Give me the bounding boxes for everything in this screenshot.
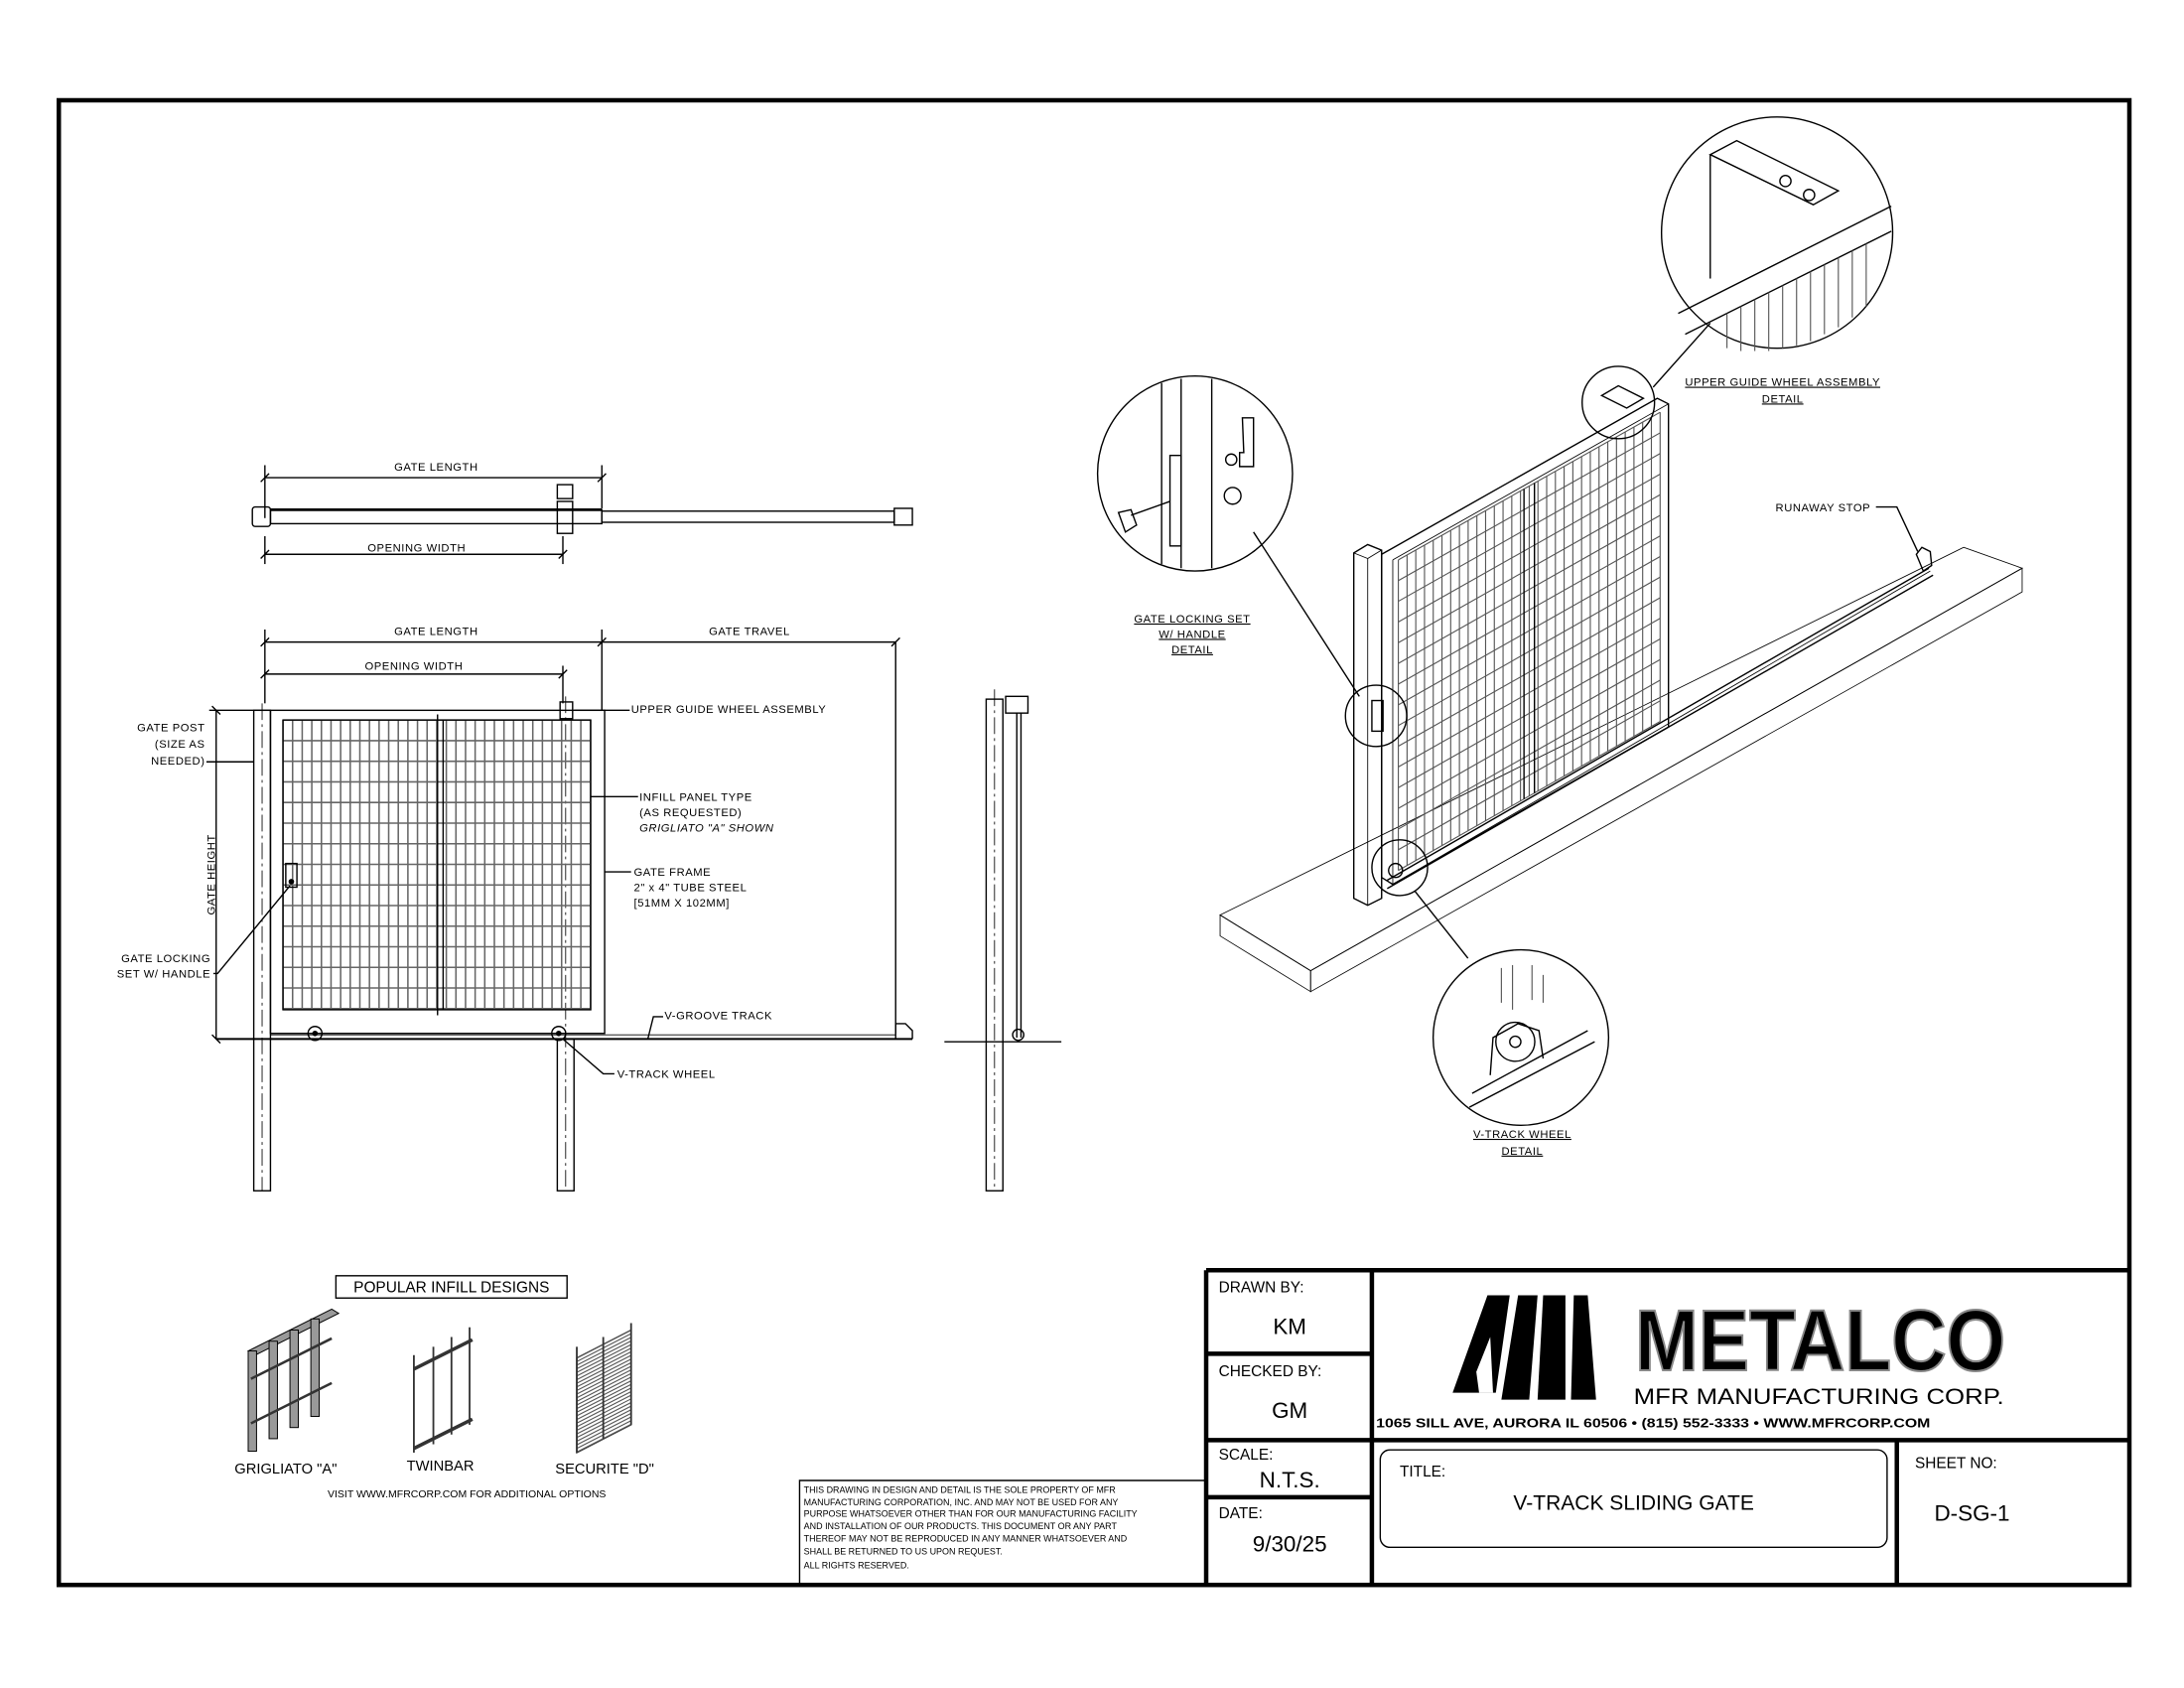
drawn-by-label: DRAWN BY:	[1219, 1280, 1304, 1297]
gate-frame-label: GATE FRAME	[634, 867, 712, 879]
infill-label: (AS REQUESTED)	[639, 807, 742, 819]
svg-text:AND INSTALLATION OF OUR PRODUC: AND INSTALLATION OF OUR PRODUCTS. THIS D…	[804, 1521, 1118, 1531]
gate-locking-label: SET W/ HANDLE	[117, 969, 210, 981]
grid-bar	[1398, 535, 1661, 685]
lock-detail-drawing	[1117, 378, 1255, 569]
elev-gate-travel-label: GATE TRAVEL	[709, 627, 790, 638]
company-name: METALCO	[1635, 1293, 2005, 1389]
infill-heading: POPULAR INFILL DESIGNS	[353, 1280, 549, 1297]
grid-bar	[1398, 514, 1661, 664]
lock-detail-label: DETAIL	[1171, 644, 1213, 656]
guide-wheel-detail-drawing	[1678, 139, 1892, 352]
sheet-border	[56, 97, 2132, 1588]
drawn-by-value: KM	[1273, 1315, 1306, 1339]
date-value: 9/30/25	[1253, 1532, 1327, 1557]
scale-value: N.T.S.	[1260, 1468, 1320, 1492]
gate-locking-label: GATE LOCKING	[121, 953, 210, 965]
twinbar-image	[413, 1327, 474, 1453]
infill-designs: POPULAR INFILL DESIGNS GRIGLIATO "A" TWI…	[234, 1275, 654, 1500]
infill-grid	[282, 719, 592, 1010]
title-block: DRAWN BY: KM CHECKED BY: GM SCALE: N.T.S…	[1203, 1267, 2129, 1586]
plan-view: GATE LENGTH OPENING WIDTH	[251, 462, 913, 565]
svg-text:THEREOF MAY NOT BE REPRODUCED: THEREOF MAY NOT BE REPRODUCED IN ANY MAN…	[804, 1534, 1128, 1544]
infill-item-label: TWINBAR	[407, 1459, 475, 1475]
runaway-stop	[1915, 546, 1933, 573]
upper-guide-detail-label: UPPER GUIDE WHEEL ASSEMBLY	[1685, 377, 1880, 389]
grid-bar	[1398, 576, 1661, 727]
infill-label: INFILL PANEL TYPE	[639, 792, 752, 804]
gate-frame-label: 2" x 4" TUBE STEEL	[634, 883, 748, 895]
grid-bar	[1398, 493, 1661, 643]
elev-gate-length-label: GATE LENGTH	[394, 627, 478, 638]
company-address: 1065 SILL AVE, AURORA IL 60506 • (815) 5…	[1376, 1417, 1930, 1431]
plan-gate-length-label: GATE LENGTH	[394, 462, 478, 474]
scale-label: SCALE:	[1219, 1447, 1274, 1464]
sheet-no-value: D-SG-1	[1934, 1501, 2009, 1526]
iso-infill-grid	[1398, 411, 1661, 872]
gate-post-label: (SIZE AS	[155, 739, 205, 751]
concrete-slab	[1219, 546, 2023, 972]
upper-guide-detail-label: DETAIL	[1762, 393, 1804, 405]
visit-website-text: VISIT WWW.MFRCORP.COM FOR ADDITIONAL OPT…	[328, 1488, 606, 1500]
grid-bar	[1398, 618, 1661, 768]
title-label: TITLE:	[1400, 1464, 1445, 1480]
wheel-detail-label: V-TRACK WHEEL	[1473, 1129, 1571, 1141]
svg-text:PURPOSE WHATSOEVER OTHER THAN: PURPOSE WHATSOEVER OTHER THAN FOR OUR MA…	[804, 1508, 1138, 1518]
iso-gate-frame	[1381, 397, 1670, 886]
checked-by-label: CHECKED BY:	[1219, 1363, 1322, 1380]
side-view	[944, 689, 1062, 1192]
gate-post-label: NEEDED)	[151, 756, 205, 768]
grid-bar	[1398, 679, 1661, 830]
metalco-logo: METALCO MFR MANUFACTURING CORP.	[1452, 1292, 2006, 1409]
disclaimer-block: THIS DRAWING IN DESIGN AND DETAIL IS THE…	[798, 1479, 1207, 1586]
grid-bar	[1398, 411, 1661, 561]
securite-d-image	[576, 1323, 632, 1455]
grid-bar	[1398, 638, 1661, 788]
checked-by-value: GM	[1272, 1398, 1307, 1423]
wheel-detail-drawing	[1468, 965, 1595, 1108]
grid-bar	[1398, 700, 1661, 851]
grid-bar	[1398, 556, 1661, 706]
grid-bar	[1398, 721, 1661, 872]
svg-text:ALL RIGHTS RESERVED.: ALL RIGHTS RESERVED.	[804, 1560, 909, 1570]
gate-height-label: GATE HEIGHT	[205, 834, 217, 914]
svg-text:SHALL BE RETURNED TO US UPON R: SHALL BE RETURNED TO US UPON REQUEST.	[804, 1546, 1003, 1556]
lock-set	[285, 862, 298, 889]
svg-text:THIS DRAWING IN DESIGN AND DET: THIS DRAWING IN DESIGN AND DETAIL IS THE…	[804, 1485, 1117, 1495]
grid-bar	[1398, 432, 1661, 582]
gate-post-label: GATE POST	[137, 722, 205, 734]
runaway-stop-label: RUNAWAY STOP	[1776, 502, 1871, 514]
svg-text:MANUFACTURING CORPORATION, INC: MANUFACTURING CORPORATION, INC. AND MAY …	[804, 1497, 1119, 1507]
v-track-wheel-icon	[307, 1026, 324, 1042]
infill-item-label: SECURITE "D"	[555, 1462, 654, 1477]
sheet-no-label: SHEET NO:	[1915, 1455, 1997, 1472]
v-groove-track-label: V-GROOVE TRACK	[664, 1011, 772, 1023]
elevation-view: GATE LENGTH GATE TRAVEL OPENING WIDTH GA…	[117, 627, 913, 1192]
lock-detail-label: GATE LOCKING SET	[1134, 614, 1250, 626]
v-track-wheel-label: V-TRACK WHEEL	[617, 1069, 716, 1081]
grid-bar	[1398, 473, 1661, 623]
v-track-wheel-icon	[551, 1026, 567, 1042]
grid-bar	[1398, 597, 1661, 748]
isometric-view: UPPER GUIDE WHEEL ASSEMBLY DETAIL RUNAWA…	[1096, 116, 2023, 1158]
lock-detail-label: W/ HANDLE	[1159, 629, 1225, 640]
gate-frame-label: [51MM X 102MM]	[634, 898, 730, 910]
upper-guide-label: UPPER GUIDE WHEEL ASSEMBLY	[631, 704, 827, 716]
drawing-title: V-TRACK SLIDING GATE	[1513, 1491, 1754, 1514]
upper-guide-wheel	[559, 701, 574, 720]
elev-opening-width-label: OPENING WIDTH	[364, 661, 463, 673]
infill-label: GRIGLIATO "A" SHOWN	[639, 822, 774, 834]
plan-opening-width-label: OPENING WIDTH	[367, 542, 466, 554]
wheel-detail-label: DETAIL	[1502, 1146, 1544, 1158]
grigliato-a-image	[246, 1308, 341, 1453]
date-label: DATE:	[1219, 1505, 1263, 1522]
company-subtitle: MFR MANUFACTURING CORP.	[1634, 1384, 2004, 1409]
grid-bar	[1398, 658, 1661, 809]
infill-item-label: GRIGLIATO "A"	[234, 1462, 337, 1477]
grid-bar	[1398, 453, 1661, 603]
